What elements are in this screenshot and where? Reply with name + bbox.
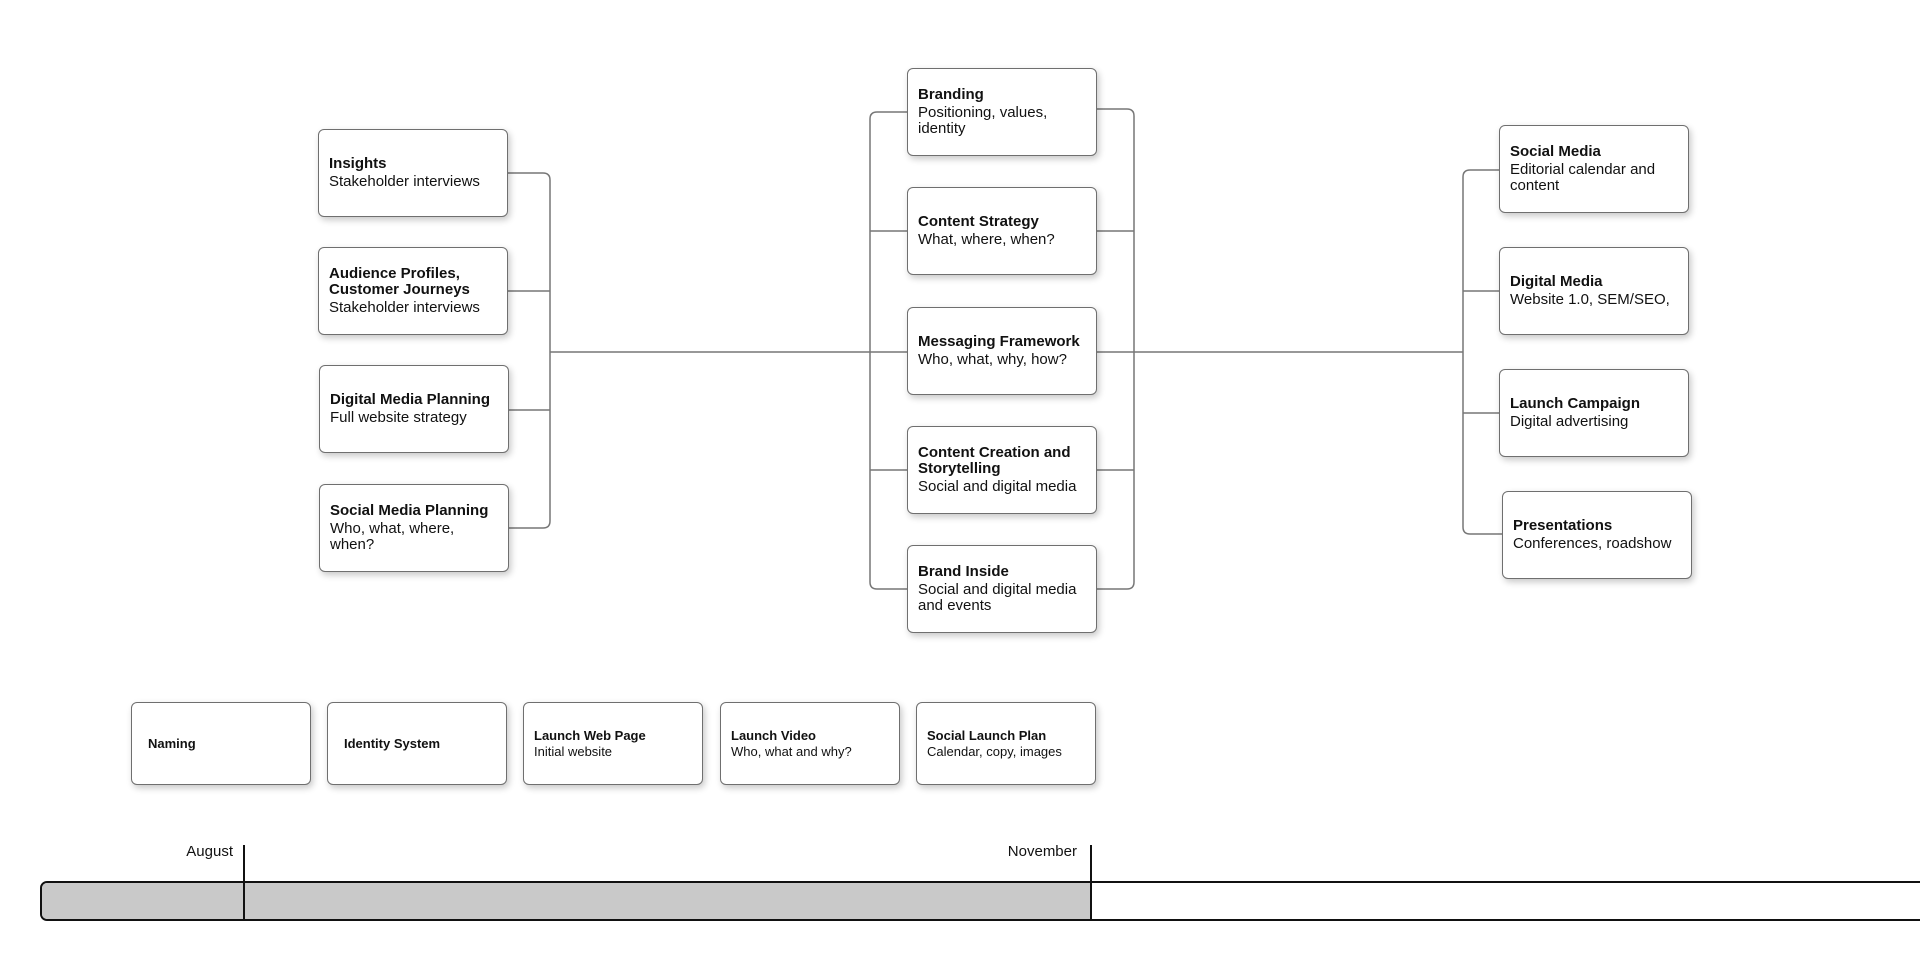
right-bracket <box>1462 169 1502 535</box>
timeline-month-august: August <box>186 843 233 860</box>
item-subtitle: Who, what, why, how? <box>918 351 1067 368</box>
deliverable-title: Identity System <box>344 736 441 751</box>
item-title: Branding <box>918 86 984 103</box>
center-item-messaging-framework[interactable]: Messaging Framework Who, what, why, how? <box>907 307 1097 395</box>
item-title: Digital Media Planning <box>330 391 491 408</box>
center-right-bracket <box>1097 108 1135 590</box>
right-item-launch-campaign[interactable]: Launch Campaign Digital advertising <box>1499 369 1689 457</box>
deliverable-naming[interactable]: Naming <box>131 702 311 785</box>
deliverable-launch-video[interactable]: Launch Video Who, what and why? <box>720 702 900 785</box>
timeline-progress <box>42 883 1091 919</box>
right-item-social-media[interactable]: Social Media Editorial calendar and cont… <box>1499 125 1689 213</box>
item-title: Social Media <box>1510 143 1601 160</box>
center-item-content-strategy[interactable]: Content Strategy What, where, when? <box>907 187 1097 275</box>
right-item-presentations[interactable]: Presentations Conferences, roadshow <box>1502 491 1692 579</box>
item-title: Digital Media <box>1510 273 1603 290</box>
timeline-month-november: November <box>1007 843 1077 860</box>
deliverable-title: Launch Video <box>731 728 816 743</box>
item-title: Messaging Framework <box>918 333 1080 350</box>
item-subtitle: Social and digital media and events <box>918 581 1077 614</box>
item-subtitle: Who, what, where, when? <box>330 520 455 553</box>
deliverable-title: Launch Web Page <box>534 728 646 743</box>
item-subtitle: Stakeholder interviews <box>329 299 480 316</box>
item-title: Presentations <box>1513 517 1613 534</box>
center-item-branding[interactable]: Branding Positioning, values, identity <box>907 68 1097 156</box>
item-subtitle: Editorial calendar and content <box>1510 161 1656 194</box>
item-subtitle: Conferences, roadshow <box>1513 535 1672 552</box>
item-title: Launch Campaign <box>1510 395 1641 412</box>
item-subtitle: What, where, when? <box>918 231 1055 248</box>
deliverable-subtitle: Initial website <box>534 744 613 759</box>
item-subtitle: Social and digital media <box>918 478 1077 495</box>
center-left-bracket <box>869 111 907 590</box>
item-title: Social Media Planning <box>330 502 489 519</box>
right-item-digital-media[interactable]: Digital Media Website 1.0, SEM/SEO, <box>1499 247 1689 335</box>
left-item-insights[interactable]: Insights Stakeholder interviews <box>318 129 508 217</box>
item-subtitle: Digital advertising <box>1510 413 1629 430</box>
item-title: Brand Inside <box>918 563 1009 580</box>
item-title: Audience Profiles, Customer Journeys <box>329 265 470 298</box>
deliverable-subtitle: Who, what and why? <box>731 744 852 759</box>
timeline-marker-november <box>1090 845 1092 921</box>
deliverable-social-launch-plan[interactable]: Social Launch Plan Calendar, copy, image… <box>916 702 1096 785</box>
left-item-audience-profiles[interactable]: Audience Profiles, Customer Journeys Sta… <box>318 247 508 335</box>
center-item-content-creation[interactable]: Content Creation and Storytelling Social… <box>907 426 1097 514</box>
center-item-brand-inside[interactable]: Brand Inside Social and digital media an… <box>907 545 1097 633</box>
item-subtitle: Positioning, values, identity <box>918 104 1048 137</box>
deliverable-identity-system[interactable]: Identity System <box>327 702 507 785</box>
item-subtitle: Full website strategy <box>330 409 467 426</box>
deliverable-title: Social Launch Plan <box>927 728 1047 743</box>
left-item-social-media-planning[interactable]: Social Media Planning Who, what, where, … <box>319 484 509 572</box>
deliverable-subtitle: Calendar, copy, images <box>927 744 1062 759</box>
item-title: Insights <box>329 155 387 172</box>
timeline-marker-august <box>243 845 245 921</box>
item-title: Content Creation and Storytelling <box>918 444 1071 477</box>
left-bracket <box>508 172 551 529</box>
item-title: Content Strategy <box>918 213 1039 230</box>
item-subtitle: Website 1.0, SEM/SEO, <box>1510 291 1670 308</box>
item-subtitle: Stakeholder interviews <box>329 173 480 190</box>
deliverable-launch-web-page[interactable]: Launch Web Page Initial website <box>523 702 703 785</box>
left-item-digital-media-planning[interactable]: Digital Media Planning Full website stra… <box>319 365 509 453</box>
deliverable-title: Naming <box>148 736 196 751</box>
